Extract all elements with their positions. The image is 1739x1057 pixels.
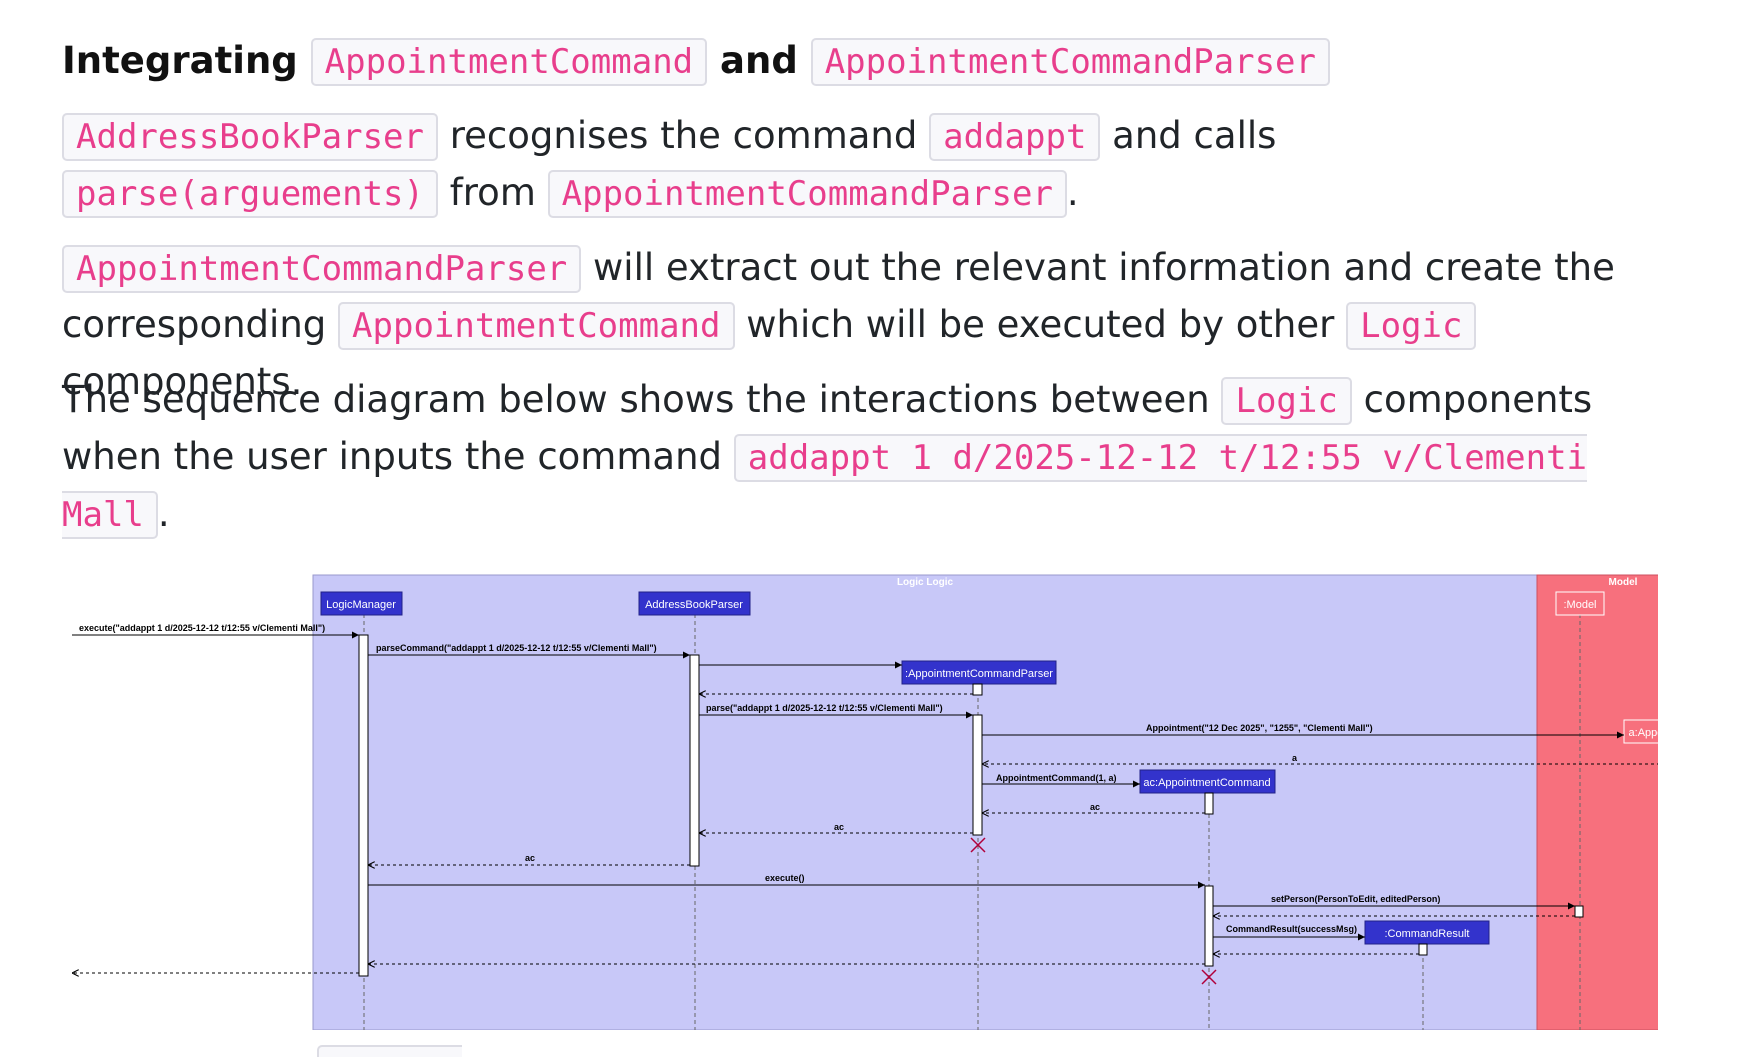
next-heading-partial [62, 1030, 462, 1057]
logic-box-title: Logic Logic [897, 577, 954, 588]
svg-text:LogicManager: LogicManager [326, 599, 396, 611]
msg-return-ac-2: ac [834, 822, 844, 832]
msg-parse-command: parseCommand("addappt 1 d/2025-12-12 t/1… [376, 643, 657, 653]
code-appointment-command-parser: AppointmentCommandParser [810, 38, 1330, 86]
svg-text:a:Appointment: a:Appointment [1629, 727, 1658, 739]
paragraph-2: AppointmentCommandParser will extract ou… [62, 245, 1615, 403]
msg-command-result-ctor: CommandResult(successMsg) [1226, 924, 1357, 934]
code-inline: Logic [1221, 377, 1352, 425]
paragraph-3: The sequence diagram below shows the int… [62, 372, 1662, 543]
participant-logic-manager [320, 591, 403, 616]
sequence-diagram: Logic Logic Model LogicManager AddressBo… [72, 574, 1658, 1030]
code-inline: addappt [929, 113, 1101, 161]
msg-set-person: setPerson(PersonToEdit, editedPerson) [1271, 894, 1440, 904]
destroy-markers [970, 837, 1217, 985]
msg-return-ac-1: ac [1090, 802, 1100, 812]
msg-return-a: a [1292, 753, 1298, 763]
participant-address-book-parser [638, 591, 751, 616]
svg-text:ac:AppointmentCommand: ac:AppointmentCommand [1143, 777, 1270, 789]
model-box [1536, 574, 1658, 1030]
msg-parse: parse("addappt 1 d/2025-12-12 t/12:55 v/… [706, 703, 943, 713]
svg-text::AppointmentCommandParser: :AppointmentCommandParser [905, 668, 1053, 680]
activation-bars [358, 634, 1584, 977]
svg-text::Model: :Model [1563, 599, 1596, 611]
model-box-title: Model [1609, 577, 1638, 588]
msg-return-ac-3: ac [525, 853, 535, 863]
section-heading: Integrating AppointmentCommand and Appoi… [62, 32, 1330, 91]
code-inline: AppointmentCommandParser [62, 245, 582, 293]
msg-execute: execute() [765, 873, 805, 883]
code-inline: AppointmentCommand [338, 302, 735, 350]
msg-execute-in: execute("addappt 1 d/2025-12-12 t/12:55 … [79, 623, 325, 633]
participant-appointment [1623, 719, 1658, 744]
msg-appointment-ctor: Appointment("12 Dec 2025", "1255", "Clem… [1146, 723, 1373, 733]
code-inline: Logic [1346, 302, 1477, 350]
msg-ac-ctor: AppointmentCommand(1, a) [996, 773, 1117, 783]
paragraph-1: AddressBookParser recognises the command… [62, 108, 1662, 222]
code-inline: parse(arguements) [62, 170, 438, 218]
code-inline: AddressBookParser [62, 113, 438, 161]
svg-text::CommandResult: :CommandResult [1385, 928, 1470, 940]
code-appointment-command: AppointmentCommand [310, 38, 708, 86]
participant-model [1555, 591, 1605, 616]
code-inline: AppointmentCommandParser [547, 170, 1067, 218]
svg-text:AddressBookParser: AddressBookParser [645, 599, 743, 611]
code-inline-partial [317, 1045, 462, 1057]
